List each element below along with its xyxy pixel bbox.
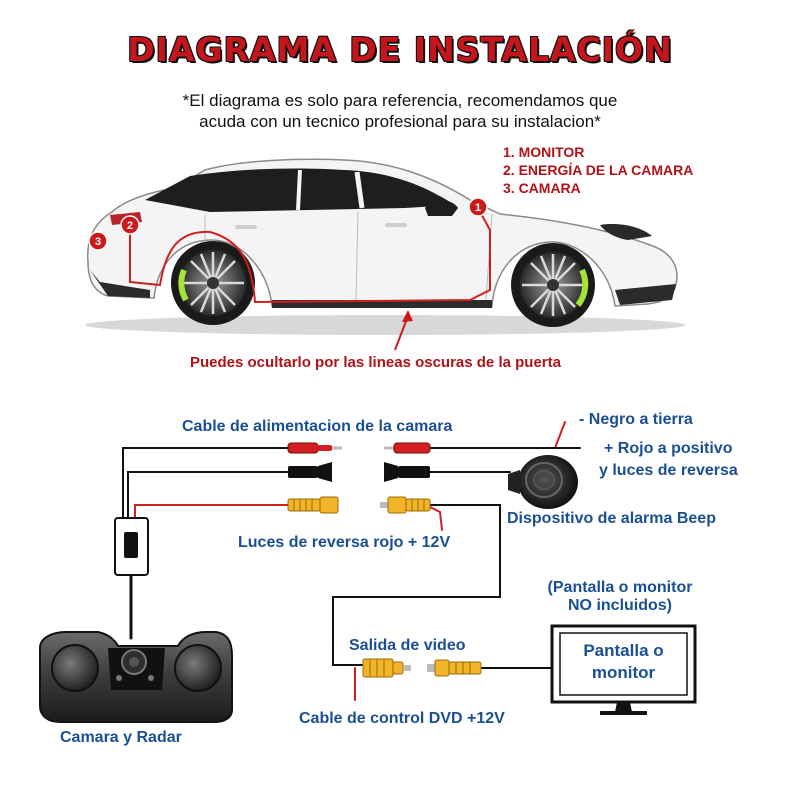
svg-text:3: 3 xyxy=(95,236,101,248)
yellow-connector-right xyxy=(380,496,431,514)
video-connector-left xyxy=(362,658,411,678)
camera-radar-device xyxy=(39,631,233,723)
car-illustration: 1 2 3 xyxy=(85,158,685,351)
label-not-included-line-1: (Pantalla o monitor xyxy=(547,579,693,596)
car-shadow xyxy=(85,315,685,335)
red-connector-left xyxy=(287,442,342,454)
monitor-device xyxy=(550,624,697,715)
monitor-label-line-2: monitor xyxy=(591,663,656,682)
car-mirror xyxy=(425,200,458,216)
label-not-included: (Pantalla o monitor NO incluidos) xyxy=(505,579,735,615)
monitor-label-line-1: Pantalla o xyxy=(583,641,664,660)
door-note: Puedes ocultarlo por las lineas oscuras … xyxy=(190,354,561,371)
marker-3: 3 xyxy=(88,231,108,251)
label-video-out: Salida de video xyxy=(349,637,466,654)
label-beep-device: Dispositivo de alarma Beep xyxy=(507,510,716,527)
label-camera-radar: Camara y Radar xyxy=(60,729,182,746)
yellow-connector-left xyxy=(287,496,339,514)
car-wire-route xyxy=(129,207,491,304)
door-note-arrow xyxy=(394,310,413,351)
label-black-ground: - Negro a tierra xyxy=(579,411,693,428)
label-power-cable: Cable de alimentacion de la camara xyxy=(182,418,453,435)
parts-item-camera: 3. CAMARA xyxy=(503,180,581,196)
label-red-positive: + Rojo a positivo xyxy=(604,440,733,457)
car-front-wheel xyxy=(511,243,595,327)
label-reverse-lights: y luces de reversa xyxy=(599,462,738,479)
label-reverse-red: Luces de reversa rojo + 12V xyxy=(238,534,451,551)
label-not-included-line-2: NO incluidos) xyxy=(568,597,672,614)
disclaimer-line-1: *El diagrama es solo para referencia, re… xyxy=(182,91,618,110)
svg-text:1: 1 xyxy=(475,202,481,214)
monitor-screen-label: Pantalla o monitor xyxy=(560,640,687,684)
car-rear-wheel xyxy=(171,241,255,325)
beep-speaker xyxy=(508,455,578,509)
disclaimer: *El diagrama es solo para referencia, re… xyxy=(0,90,800,132)
marker-2: 2 xyxy=(120,215,140,235)
label-dvd-cable: Cable de control DVD +12V xyxy=(299,710,505,727)
wiring xyxy=(122,421,581,701)
black-connector-right xyxy=(384,462,430,482)
disclaimer-line-2: acuda con un tecnico profesional para su… xyxy=(199,112,601,131)
red-connector-right xyxy=(384,442,431,454)
parts-list: 1. MONITOR 2. ENERGÍA DE LA CAMARA 3. CA… xyxy=(503,143,693,197)
video-connector-right xyxy=(427,659,482,677)
page-title: DIAGRAMA DE INSTALACIÓN xyxy=(127,30,673,69)
marker-1: 1 xyxy=(468,197,488,217)
black-connector-left xyxy=(288,462,332,482)
svg-text:2: 2 xyxy=(127,220,133,232)
junction-box xyxy=(114,517,149,576)
parts-item-monitor: 1. MONITOR xyxy=(503,144,585,160)
parts-item-camera-power: 2. ENERGÍA DE LA CAMARA xyxy=(503,162,694,178)
